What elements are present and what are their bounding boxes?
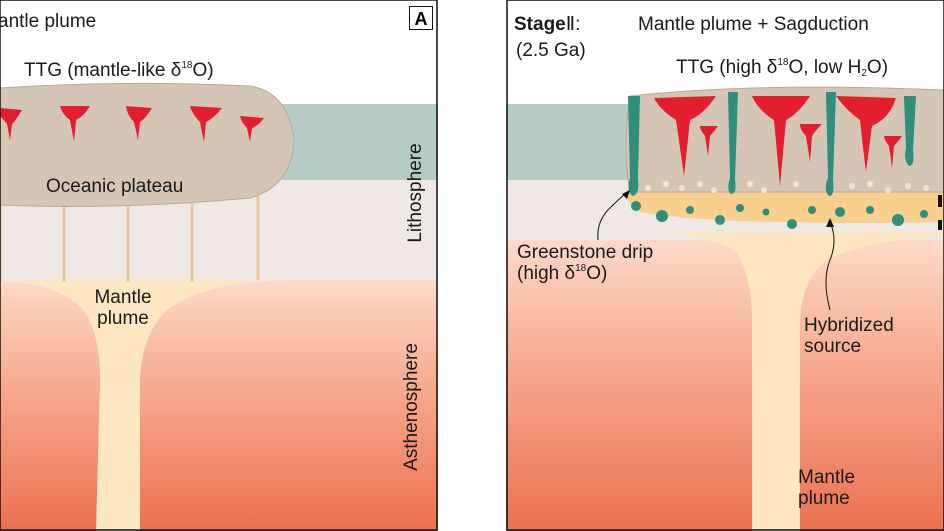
- mantle-plume-a-line2: plume: [97, 308, 149, 329]
- ttg-label-a-post: O): [192, 60, 214, 81]
- stage-bold: Stage: [514, 14, 566, 35]
- mantle-plume-b-line1: Mantle: [798, 467, 856, 488]
- ttg-b-mid: O, low H: [788, 57, 862, 78]
- hybrid-line1: Hybridized: [804, 315, 894, 336]
- ttg-b-sub: 2: [861, 68, 867, 79]
- panel-a: [0, 0, 438, 531]
- mantle-plume-b: [640, 232, 944, 531]
- stage-label: StageⅡ:: [514, 14, 580, 35]
- ttg-diapirs-b: [654, 96, 902, 186]
- asthenosphere-label: Asthenosphere: [401, 343, 422, 471]
- stage-age: (2.5 Ga): [516, 40, 586, 61]
- drip-line2-post: O): [586, 263, 608, 284]
- hybridized-source-zone: [626, 190, 944, 223]
- mantle-plume-a: [0, 280, 290, 531]
- panel-b: [506, 0, 944, 531]
- leader-arrowheads: [622, 190, 834, 227]
- edge-glyphs: [938, 195, 942, 230]
- hybrid-line2: source: [804, 336, 862, 357]
- panel-a-title: antle plume: [0, 11, 97, 32]
- stage-numeral: Ⅱ:: [565, 14, 581, 35]
- greenstone-drip-label: Greenstone drip(high δ18O): [517, 242, 653, 284]
- panel-b-ttg-label: TTG (high δ18O, low H2O): [676, 57, 889, 79]
- panel-a-ttg-label: TTG (mantle-like δ18O): [24, 60, 214, 81]
- panel-b-title: Mantle plume + Sagduction: [638, 14, 869, 35]
- lithosphere-label: Lithosphere: [405, 143, 426, 243]
- feeder-conduits-a: [0, 195, 260, 282]
- asthenosphere-a: [0, 280, 438, 531]
- ttg-label-a-text: TTG (mantle-like δ: [24, 60, 182, 81]
- asthenosphere-b: [506, 240, 944, 531]
- ttg-diapirs-a: [0, 106, 264, 142]
- drip-sup: 18: [575, 263, 587, 274]
- ttg-b-post: O): [866, 57, 889, 78]
- greenstone-drips: [628, 92, 928, 229]
- drip-line2-pre: (high δ: [517, 263, 576, 284]
- mantle-plume-a-line1: Mantle: [94, 287, 152, 308]
- mantle-plume-b-line2: plume: [798, 488, 850, 509]
- drip-line1: Greenstone drip: [517, 242, 654, 263]
- oceanic-plateau-label: Oceanic plateau: [46, 176, 184, 197]
- ttg-label-a-sup: 18: [181, 60, 193, 71]
- panel-letter-a: A: [409, 6, 433, 30]
- drip-line2: (high δ18O): [517, 263, 653, 284]
- ttg-b-pre: TTG (high δ: [676, 57, 778, 78]
- hybrid-dots: [645, 181, 929, 193]
- ttg-b-sup: 18: [777, 57, 789, 68]
